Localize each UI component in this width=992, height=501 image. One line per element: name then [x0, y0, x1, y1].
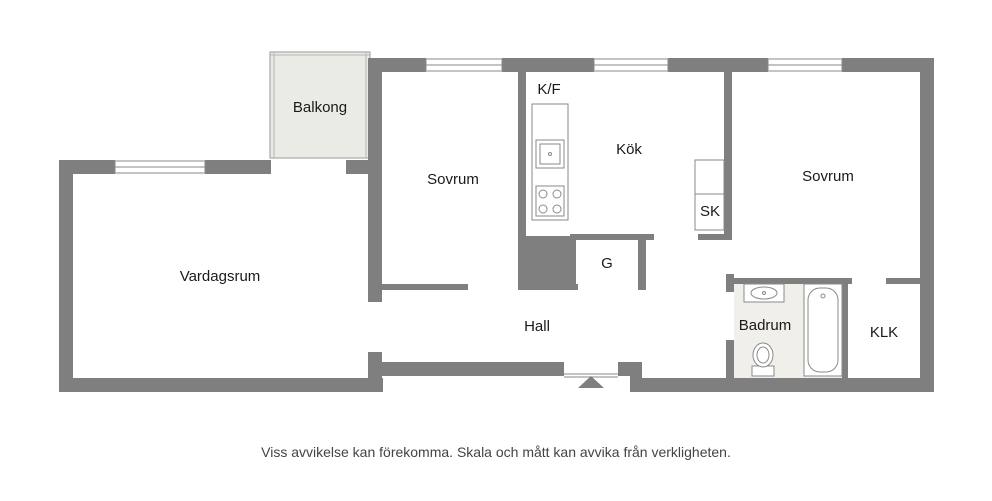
floor-plan: Balkong Vardagsrum Sovrum K/F Kök SK Sov…	[59, 51, 934, 392]
toilet-icon	[751, 342, 775, 377]
balcony	[269, 51, 371, 159]
stove-icon	[535, 185, 565, 217]
walls	[59, 58, 934, 392]
washbasin-icon	[743, 283, 785, 303]
room-label-sk: SK	[700, 203, 720, 220]
windows	[114, 58, 843, 174]
bathtub-icon	[803, 283, 843, 377]
room-label-hall: Hall	[524, 318, 550, 335]
disclaimer-text: Viss avvikelse kan förekomma. Skala och …	[261, 444, 731, 460]
room-label-sovrum-right: Sovrum	[802, 168, 854, 185]
room-label-kok: Kök	[616, 141, 642, 158]
room-label-g: G	[601, 255, 613, 272]
entrance-arrow-icon	[578, 376, 604, 388]
room-label-sovrum-left: Sovrum	[427, 171, 479, 188]
room-label-kf: K/F	[537, 81, 560, 98]
wardrobe-box	[694, 159, 725, 231]
sink-icon	[535, 139, 565, 169]
room-label-badrum: Badrum	[739, 317, 792, 334]
room-label-vardagsrum: Vardagsrum	[180, 268, 261, 285]
kitchen-counter	[531, 103, 569, 221]
room-label-klk: KLK	[870, 324, 898, 341]
room-label-balkong: Balkong	[293, 99, 347, 116]
